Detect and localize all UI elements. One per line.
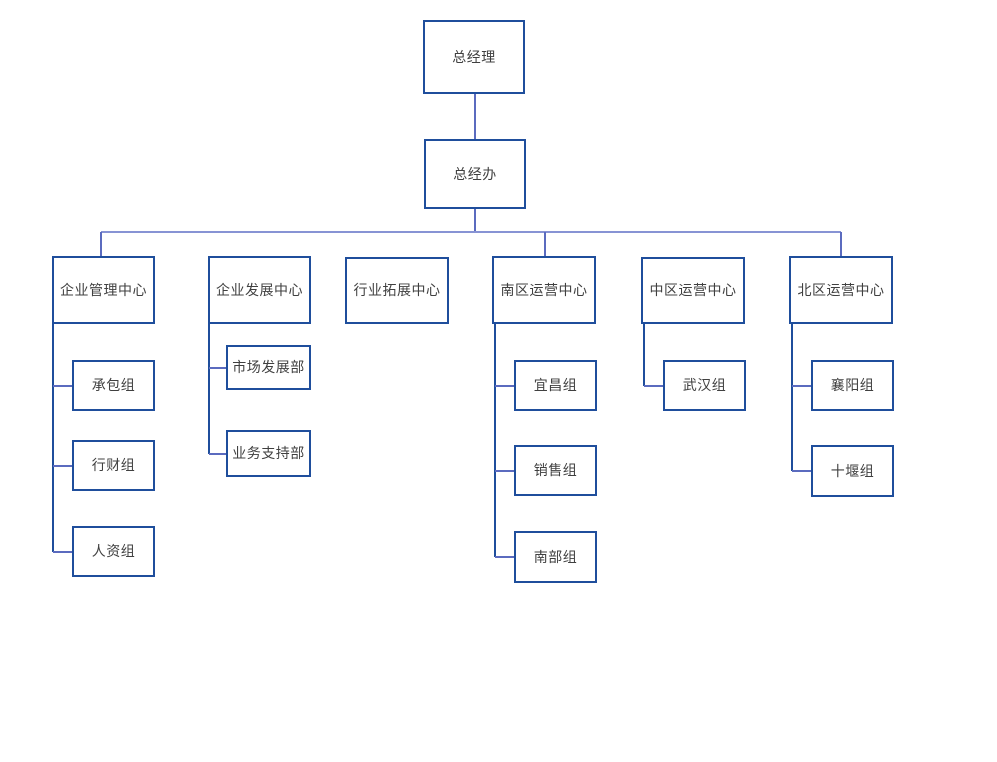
org-node-n1[interactable]: 总经办 bbox=[424, 139, 526, 209]
org-node-n4[interactable]: 行业拓展中心 bbox=[345, 257, 449, 324]
org-node-label: 市场发展部 bbox=[232, 359, 305, 376]
org-node-label: 行业拓展中心 bbox=[353, 282, 441, 299]
org-node-n7[interactable]: 北区运营中心 bbox=[789, 256, 893, 324]
org-node-n11[interactable]: 市场发展部 bbox=[226, 345, 311, 390]
org-node-n3[interactable]: 企业发展中心 bbox=[208, 256, 311, 324]
org-node-label: 行财组 bbox=[91, 457, 136, 474]
org-node-n13[interactable]: 宜昌组 bbox=[514, 360, 597, 411]
org-node-label: 总经办 bbox=[453, 165, 497, 182]
org-node-label: 销售组 bbox=[533, 462, 578, 479]
org-node-n17[interactable]: 襄阳组 bbox=[811, 360, 894, 411]
org-node-n14[interactable]: 销售组 bbox=[514, 445, 597, 496]
org-node-n12[interactable]: 业务支持部 bbox=[226, 430, 311, 477]
org-node-n8[interactable]: 承包组 bbox=[72, 360, 155, 411]
org-node-n9[interactable]: 行财组 bbox=[72, 440, 155, 491]
org-node-n15[interactable]: 南部组 bbox=[514, 531, 597, 583]
org-node-label: 企业发展中心 bbox=[216, 281, 303, 298]
org-node-label: 中区运营中心 bbox=[649, 282, 737, 299]
org-node-n2[interactable]: 企业管理中心 bbox=[52, 256, 155, 324]
org-node-n0[interactable]: 总经理 bbox=[423, 20, 525, 94]
org-node-label: 南区运营中心 bbox=[500, 281, 588, 298]
org-node-n6[interactable]: 中区运营中心 bbox=[641, 257, 745, 324]
org-node-label: 企业管理中心 bbox=[60, 281, 147, 298]
org-node-label: 南部组 bbox=[533, 548, 578, 565]
org-node-n10[interactable]: 人资组 bbox=[72, 526, 155, 577]
org-node-label: 十堰组 bbox=[830, 462, 875, 479]
org-node-label: 北区运营中心 bbox=[797, 281, 885, 298]
org-node-label: 总经理 bbox=[452, 48, 496, 65]
org-node-label: 襄阳组 bbox=[830, 377, 875, 394]
org-node-n18[interactable]: 十堰组 bbox=[811, 445, 894, 497]
org-node-label: 承包组 bbox=[91, 377, 136, 394]
org-node-n5[interactable]: 南区运营中心 bbox=[492, 256, 596, 324]
org-node-label: 业务支持部 bbox=[232, 445, 305, 462]
org-node-label: 武汉组 bbox=[682, 377, 727, 394]
org-node-n16[interactable]: 武汉组 bbox=[663, 360, 746, 411]
org-node-label: 人资组 bbox=[91, 543, 136, 560]
org-node-label: 宜昌组 bbox=[533, 377, 578, 394]
